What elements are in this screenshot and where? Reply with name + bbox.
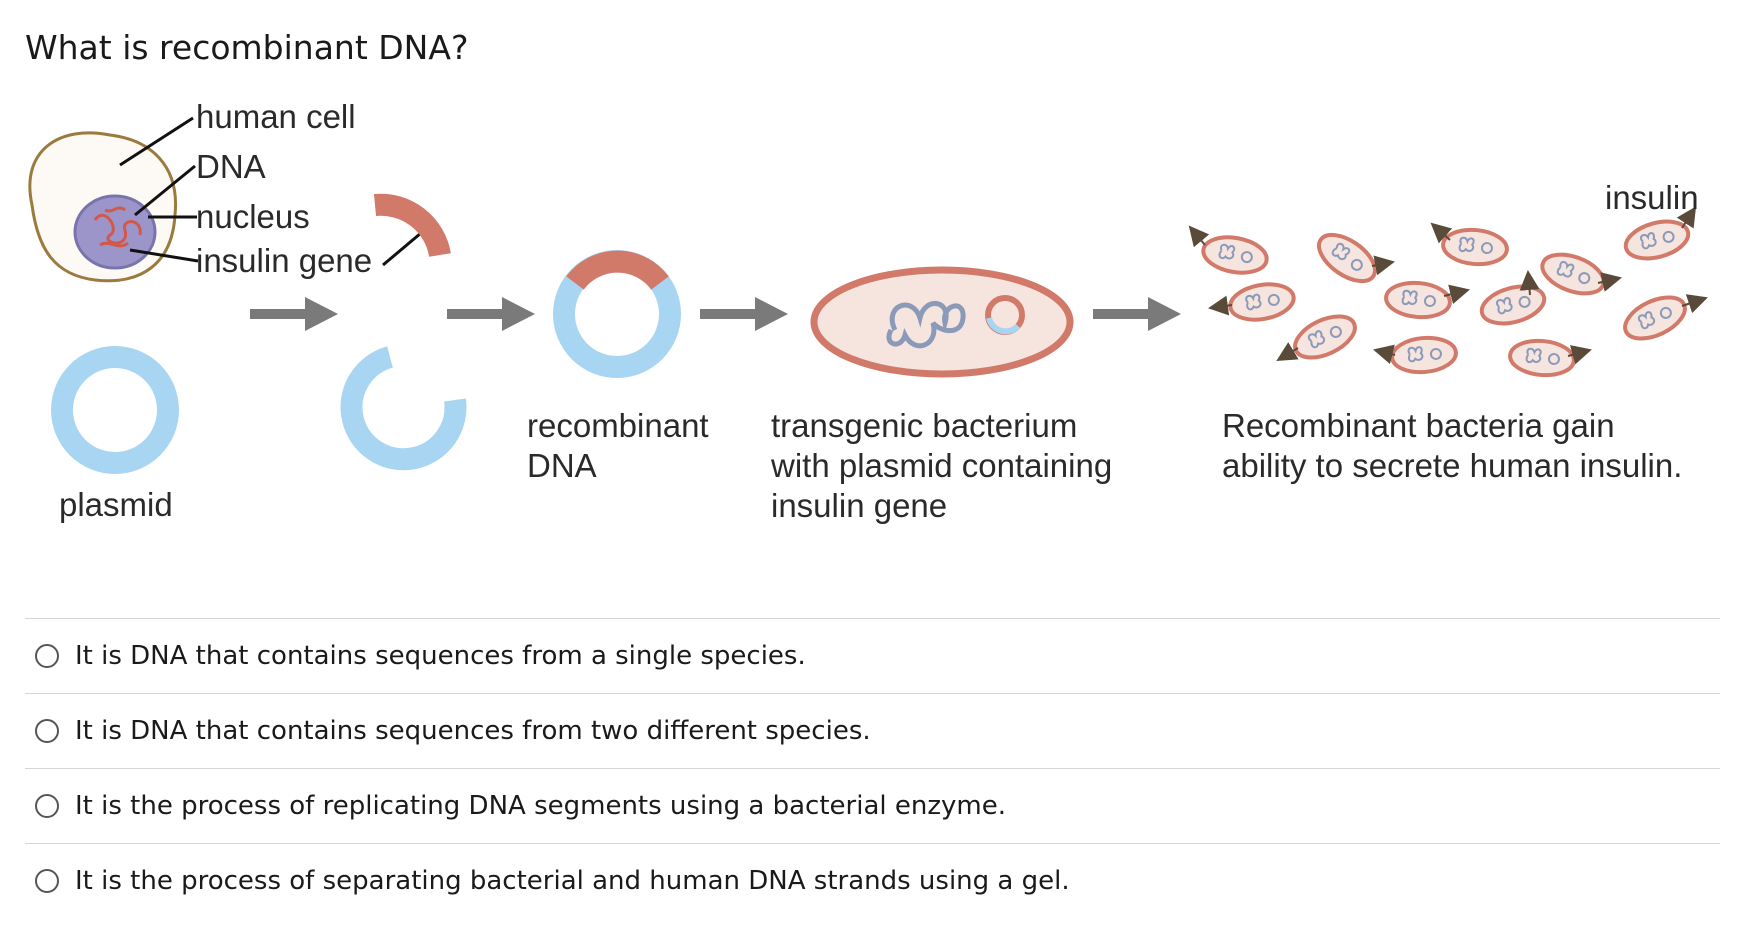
option-label[interactable]: It is DNA that contains sequences from t… [75, 716, 871, 746]
recombinant-dna-insert [566, 250, 669, 290]
label-plasmid: plasmid [59, 486, 173, 523]
answer-options: It is DNA that contains sequences from a… [25, 618, 1720, 918]
option-row[interactable]: It is DNA that contains sequences from t… [25, 693, 1720, 768]
radio-button[interactable] [35, 719, 59, 743]
label-insulin: insulin [1605, 179, 1699, 216]
option-row[interactable]: It is the process of replicating DNA seg… [25, 768, 1720, 843]
option-label[interactable]: It is the process of replicating DNA seg… [75, 791, 1006, 821]
label-transgenic-2: with plasmid containing [771, 447, 1113, 484]
option-label[interactable]: It is the process of separating bacteria… [75, 866, 1070, 896]
option-label[interactable]: It is DNA that contains sequences from a… [75, 641, 806, 671]
label-human-cell: human cell [196, 98, 356, 135]
label-dna: DNA [196, 148, 266, 185]
radio-button[interactable] [35, 869, 59, 893]
question-title: What is recombinant DNA? [25, 28, 469, 67]
cut-plasmid [340, 346, 467, 471]
label-result-1: Recombinant bacteria gain [1222, 407, 1615, 444]
diagram-graphics [28, 116, 1708, 474]
radio-button[interactable] [35, 644, 59, 668]
option-row[interactable]: It is the process of separating bacteria… [25, 843, 1720, 918]
label-result-2: ability to secrete human insulin. [1222, 447, 1683, 484]
label-insulin-gene: insulin gene [196, 242, 373, 279]
transgenic-bacterium [810, 266, 1074, 378]
label-transgenic-1: transgenic bacterium [771, 407, 1078, 444]
recombinant-dna-diagram: human cell DNA nucleus insulin gene plas… [28, 98, 1708, 524]
label-recombinant-dna-1: recombinant [527, 407, 709, 444]
radio-button[interactable] [35, 794, 59, 818]
label-transgenic-3: insulin gene [771, 487, 948, 524]
insulin-gene-fragment [373, 193, 451, 258]
human-cell [28, 131, 178, 283]
plasmid-ring [51, 346, 179, 474]
secreting-bacteria [1188, 206, 1708, 380]
option-row[interactable]: It is DNA that contains sequences from a… [25, 618, 1720, 693]
process-arrows [250, 297, 1181, 331]
label-nucleus: nucleus [196, 198, 310, 235]
label-recombinant-dna-2: DNA [527, 447, 597, 484]
